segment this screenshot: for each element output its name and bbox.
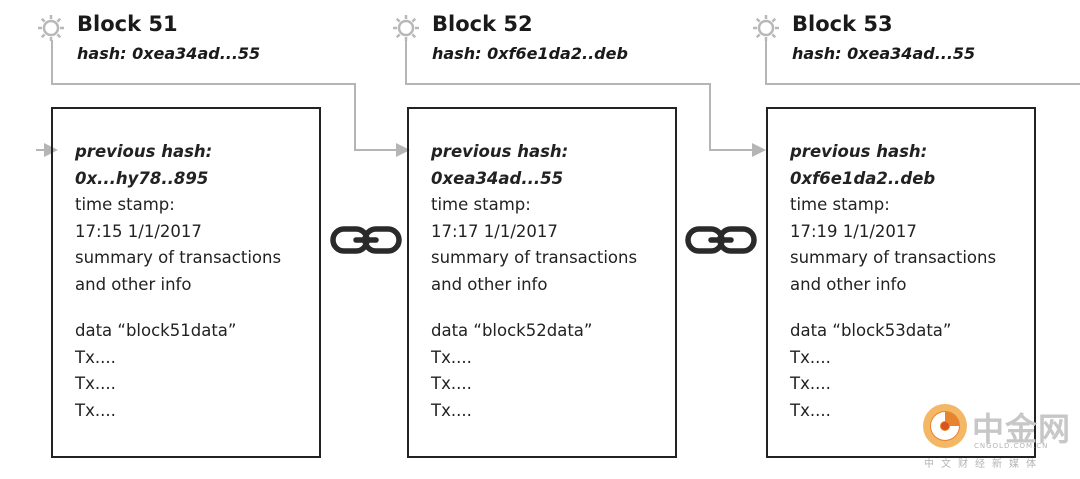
connector-53-onward <box>765 40 1080 85</box>
data-line: data “block52data” <box>431 321 593 340</box>
tx-line: Tx.... <box>75 400 116 420</box>
summary-line: summary of transactions <box>431 248 638 267</box>
data-line: data “block51data” <box>75 321 237 340</box>
summary-line: summary of transactions <box>790 248 997 267</box>
block-52-box: previous hash: 0xea34ad...55 time stamp:… <box>407 107 677 458</box>
previous-hash-value: 0xf6e1da2..deb <box>790 168 936 188</box>
gear-icon <box>38 15 64 41</box>
chain-link-icon <box>330 226 402 254</box>
tx-line: Tx.... <box>790 400 831 420</box>
timestamp-label: time stamp: <box>75 195 175 214</box>
block-51-box: previous hash: 0x...hy78..895 time stamp… <box>51 107 321 458</box>
tx-line: Tx.... <box>790 374 831 393</box>
timestamp-value: 17:17 1/1/2017 <box>431 221 558 241</box>
block-hash: hash: 0xf6e1da2..deb <box>432 44 628 63</box>
previous-hash-label: previous hash: <box>790 142 928 161</box>
arrow-icon <box>396 143 410 157</box>
gear-icon <box>753 15 779 41</box>
summary-line: and other info <box>75 274 192 294</box>
timestamp-label: time stamp: <box>431 195 531 214</box>
block-content: previous hash: 0xea34ad...55 time stamp:… <box>431 139 637 424</box>
watermark-title: 中金网 <box>972 410 1072 448</box>
block-53-box: previous hash: 0xf6e1da2..deb time stamp… <box>766 107 1036 458</box>
tx-line: Tx.... <box>75 347 116 367</box>
chain-link-icon <box>685 226 757 254</box>
block-title: Block 53 <box>792 12 893 36</box>
summary-line: and other info <box>790 274 907 294</box>
block-content: previous hash: 0xf6e1da2..deb time stamp… <box>790 139 996 424</box>
data-line: data “block53data” <box>790 321 952 340</box>
previous-hash-value: 0x...hy78..895 <box>75 168 209 188</box>
timestamp-value: 17:19 1/1/2017 <box>790 221 917 241</box>
coin-logo-icon <box>923 404 967 448</box>
summary-line: summary of transactions <box>75 248 282 267</box>
watermark: 中金网 CNGOLD.COM.CN 中文财经新媒体 <box>920 400 1070 472</box>
block-title: Block 52 <box>432 12 533 36</box>
block-title: Block 51 <box>77 12 178 36</box>
watermark-subtitle: 中文财经新媒体 <box>924 459 1043 470</box>
previous-hash-label: previous hash: <box>431 142 569 161</box>
block-hash: hash: 0xea34ad...55 <box>77 44 261 63</box>
connector-51-to-52 <box>51 40 410 157</box>
previous-hash-value: 0xea34ad...55 <box>431 168 564 188</box>
block-content: previous hash: 0x...hy78..895 time stamp… <box>75 139 281 424</box>
timestamp-label: time stamp: <box>790 195 890 214</box>
tx-line: Tx.... <box>431 400 472 420</box>
connector-52-to-53 <box>405 40 766 157</box>
watermark-domain: CNGOLD.COM.CN <box>974 442 1049 450</box>
timestamp-value: 17:15 1/1/2017 <box>75 221 202 241</box>
previous-hash-label: previous hash: <box>75 142 213 161</box>
tx-line: Tx.... <box>75 374 116 393</box>
block-hash: hash: 0xea34ad...55 <box>792 44 976 63</box>
gear-icon <box>393 15 419 41</box>
tx-line: Tx.... <box>431 347 472 367</box>
tx-line: Tx.... <box>790 347 831 367</box>
summary-line: and other info <box>431 274 548 294</box>
arrow-icon <box>752 143 766 157</box>
tx-line: Tx.... <box>431 374 472 393</box>
